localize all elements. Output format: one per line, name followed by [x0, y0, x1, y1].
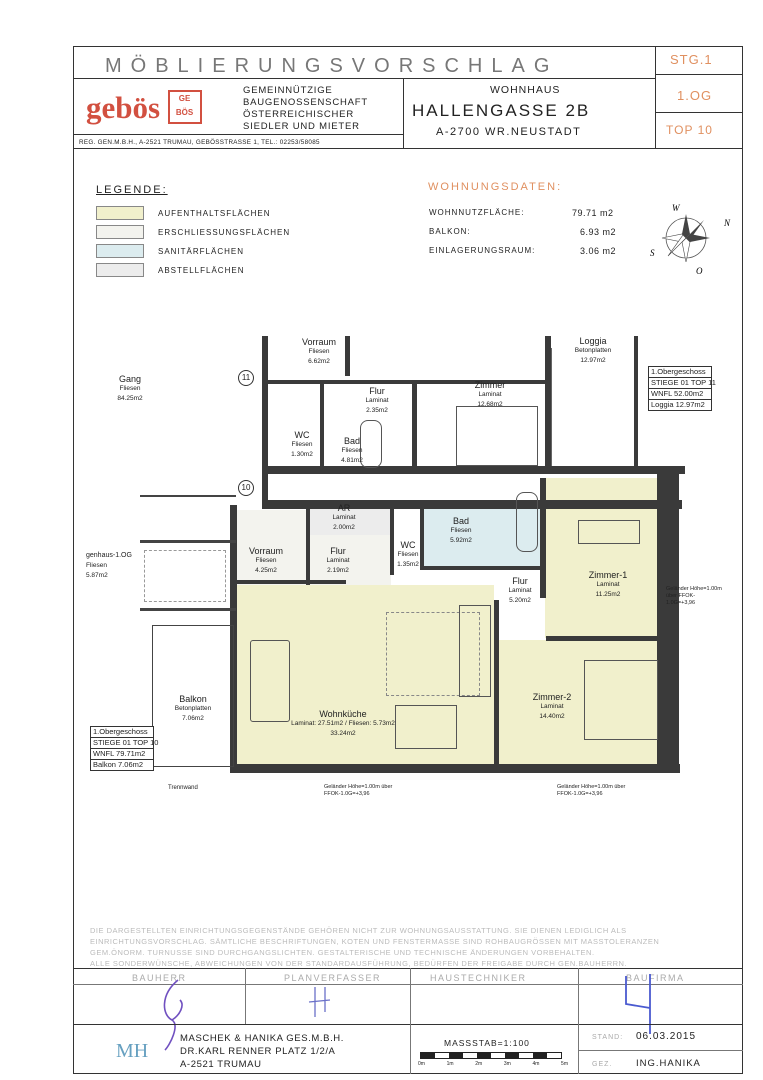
- legend-label-sanitaer: SANITÄRFLÄCHEN: [158, 247, 245, 256]
- scale-label: MASSSTAB=1:100: [444, 1038, 530, 1048]
- gebos-logo-mark: GE BÖS: [167, 90, 202, 124]
- gelaender-note-1: Geländer Höhe=1.00m über FFOK-1.0G=+3,96: [324, 784, 393, 797]
- stg-label: STG.1: [670, 52, 713, 67]
- compass-s: S: [650, 248, 655, 258]
- zone-flur: [306, 535, 391, 585]
- einlagerung-value: 3.06 m2: [580, 246, 617, 256]
- signature-bauherr: [163, 979, 183, 1051]
- gez-value: ING.HANIKA: [636, 1058, 701, 1069]
- stand-value: 06.03.2015: [636, 1031, 697, 1042]
- org-name: GEMEINNÜTZIGE BAUGENOSSENSCHAFT ÖSTERREI…: [243, 85, 368, 132]
- legend-swatch-erschliessung: [96, 225, 144, 239]
- gez-label: GEZ.: [592, 1061, 613, 1068]
- top10-infobox: 1.Obergeschoss STIEGE 01 TOP 10 WNFL 79.…: [90, 726, 158, 771]
- wohnungsdaten-title: WOHNUNGSDATEN:: [428, 181, 563, 193]
- signature-planverfasser: [308, 987, 331, 1017]
- zone-wohnkueche: [236, 585, 494, 765]
- scale-bar: [420, 1052, 562, 1059]
- role-bauherr: BAUHERR: [132, 973, 187, 983]
- zone-ar: [306, 505, 391, 535]
- plan-title: MÖBLIERUNGSVORSCHLAG: [105, 55, 559, 77]
- role-baufirma: BAUFIRMA: [626, 973, 685, 983]
- og-label: 1.OG: [677, 88, 713, 103]
- wnfl-label: WOHNNUTZFLÄCHE:: [429, 208, 525, 217]
- legend-swatch-sanitaer: [96, 244, 144, 258]
- role-planverfasser: PLANVERFASSER: [284, 973, 382, 983]
- trennwand-label: Trennwand: [168, 785, 198, 791]
- balkon-value: 6.93 m2: [580, 227, 617, 237]
- wnfl-value: 79.71 m2: [572, 208, 614, 218]
- marker-10: 10: [238, 480, 254, 496]
- legend-title: LEGENDE:: [96, 184, 168, 196]
- stand-label: STAND:: [592, 1034, 624, 1041]
- org-address: REG. GEN.M.B.H., A-2521 TRUMAU, GEBÖSSTR…: [79, 139, 320, 146]
- building-street: HALLENGASSE 2B: [412, 101, 591, 120]
- building-type: WOHNHAUS: [490, 84, 561, 96]
- firm-address: MASCHEK & HANIKA GES.M.B.H. DR.KARL RENN…: [180, 1033, 345, 1070]
- zone-bad: [423, 500, 545, 566]
- gebos-logo-text: gebös: [86, 90, 161, 125]
- balkon-label: BALKON:: [429, 227, 471, 236]
- legend-swatch-aufenthalt: [96, 206, 144, 220]
- top11-infobox: 1.Obergeschoss STIEGE 01 TOP 11 WNFL 52.…: [648, 366, 716, 411]
- plan-frame: [73, 46, 743, 1074]
- disclaimer: DIE DARGESTELLTEN EINRICHTUNGSGEGENSTÄND…: [90, 926, 660, 968]
- firm-logo: MH: [116, 1040, 149, 1062]
- zone-vorraum: [236, 510, 306, 585]
- building-city: A-2700 WR.NEUSTADT: [436, 126, 582, 138]
- compass-icon: N W S O: [650, 203, 731, 276]
- compass-o: O: [696, 266, 703, 276]
- top-label: TOP 10: [666, 123, 713, 137]
- legend-label-erschliessung: ERSCHLIESSUNGSFLÄCHEN: [158, 228, 291, 237]
- marker-11: 11: [238, 370, 254, 386]
- legend-label-aufenthalt: AUFENTHALTSFLÄCHEN: [158, 209, 271, 218]
- compass-w: W: [672, 203, 681, 213]
- legend-label-abstell: ABSTELLFLÄCHEN: [158, 266, 245, 275]
- compass-n: N: [723, 218, 731, 228]
- gebos-logo: gebös GE BÖS: [86, 90, 202, 126]
- legend-swatch-abstell: [96, 263, 144, 277]
- gelaender-note-2: Geländer Höhe=1.00m über FFOK-1.0G=+3,96: [557, 784, 626, 797]
- role-haustechniker: HAUSTECHNIKER: [430, 973, 527, 983]
- signature-baufirma: [625, 974, 651, 1034]
- gelaender-note-3: Geländer Höhe=1.00m über FFOK-1.0G=+3,96: [666, 586, 722, 606]
- einlagerung-label: EINLAGERUNGSRAUM:: [429, 246, 536, 255]
